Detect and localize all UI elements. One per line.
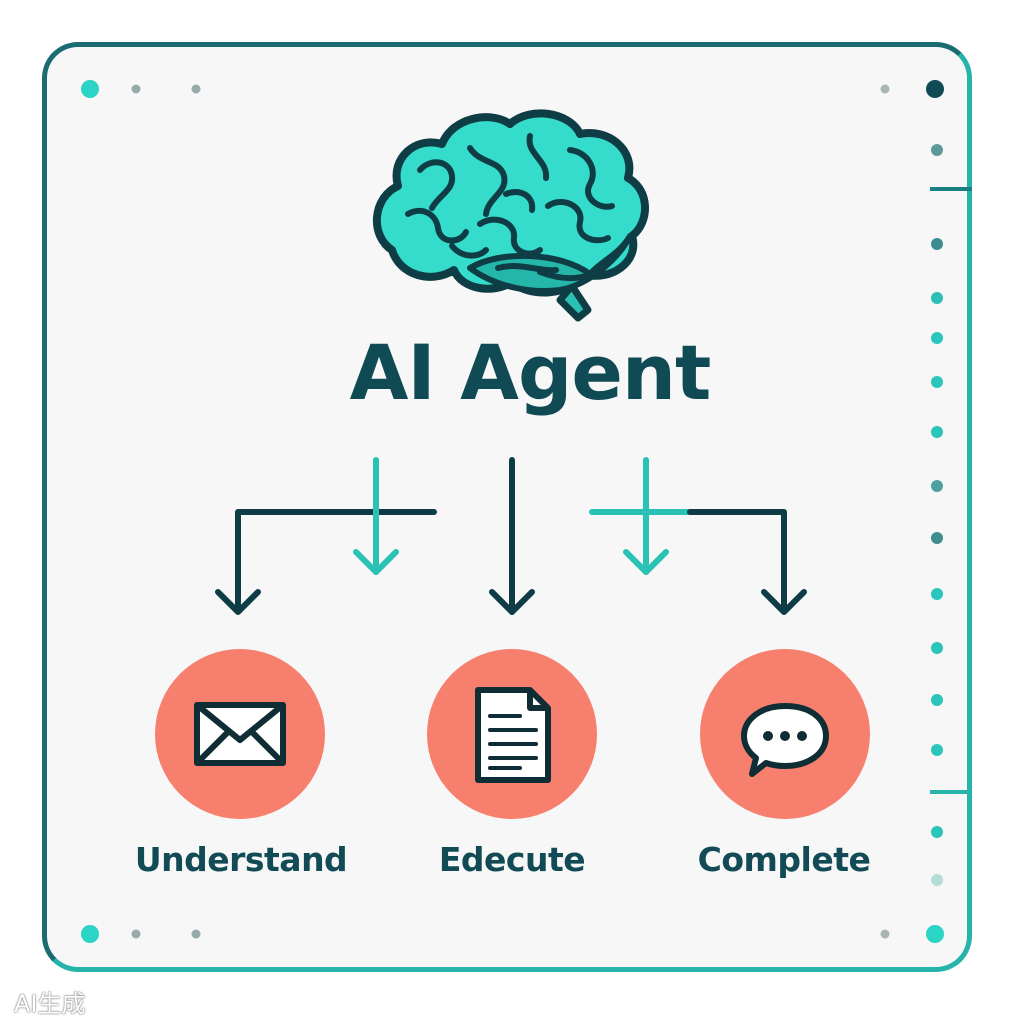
node-understand [155,649,325,819]
corner-dots-bottom-right [880,925,944,943]
arrow-teal-right [589,457,693,575]
node-edecute [427,649,597,819]
arrow-to-edecute [489,457,535,615]
node-label-understand: Understand [134,840,348,879]
watermark: AI生成 [14,990,86,1018]
chat-bubble-icon [741,703,829,777]
arrow-teal-left [353,457,399,575]
flow-arrows [215,457,807,615]
right-edge-track [930,144,972,886]
arrow-to-complete [687,509,807,615]
node-label-complete: Complete [697,840,871,879]
diagram-title: AI Agent [349,328,712,417]
document-icon [475,687,551,783]
brain-icon [373,109,649,322]
corner-dots-bottom-left [81,925,201,943]
corner-dots-top-left [81,80,201,98]
node-complete [700,649,870,819]
envelope-icon [194,702,286,766]
node-label-edecute: Edecute [438,840,586,879]
arrow-to-understand [215,509,437,615]
corner-dots-top-right [880,80,944,98]
